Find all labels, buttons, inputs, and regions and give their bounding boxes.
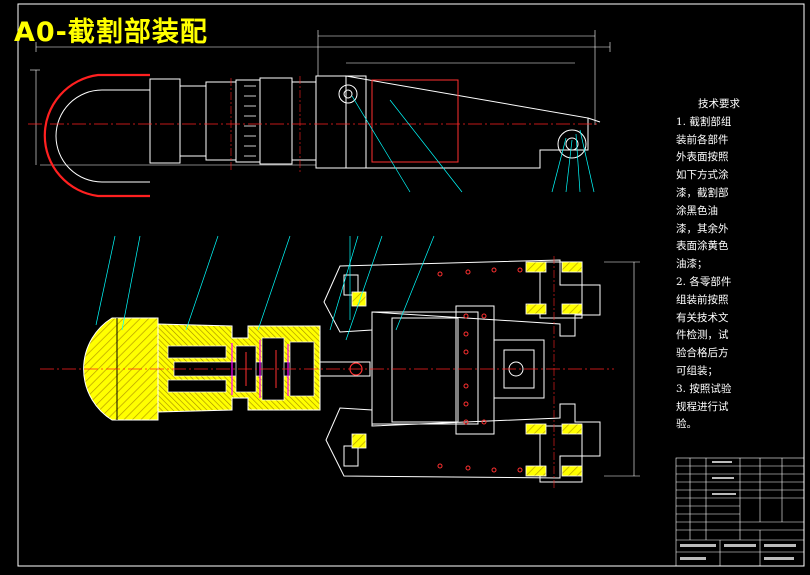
cutting-drum-section [83,317,159,421]
notes-line: 漆，其余外 [676,222,729,235]
main-view [40,235,640,490]
notes-line: 1. 截割部组 [676,115,732,128]
notes-line: 漆，截割部 [676,186,729,199]
title-block [675,457,805,567]
notes-line: 件检测，试 [676,329,729,342]
notes-line: 3. 按照试验 [676,382,732,395]
cutting-drum-top [43,73,150,198]
notes-line: 涂黑色油 [676,204,718,217]
notes-line: 可组装； [676,364,718,377]
notes-line: 规程进行试 [676,400,729,413]
notes-line: 验。 [676,418,697,431]
notes-line: 有关技术文 [676,311,729,324]
notes-line: 表面涂黄色 [676,240,729,253]
notes-line: 油漆； [676,258,708,271]
notes-line: 2. 各零部件 [676,275,732,288]
notes-line: 外表面按照 [676,151,729,164]
notes-line: 如下方式涂 [676,169,729,182]
notes-heading: 技术要求 [698,98,740,110]
notes-line: 验合格后方 [676,347,729,360]
drawing-title: A0-截割部装配 [14,17,208,48]
notes-line: 组装前按照 [676,293,729,306]
top-view [28,30,611,198]
drawing-frame [17,3,805,567]
notes-line: 装前各部件 [676,133,729,146]
technical-requirements: 技术要求 1. 截割部组 装前各部件 外表面按照 如下方式涂 漆，截割部 涂黑色… [676,96,762,434]
